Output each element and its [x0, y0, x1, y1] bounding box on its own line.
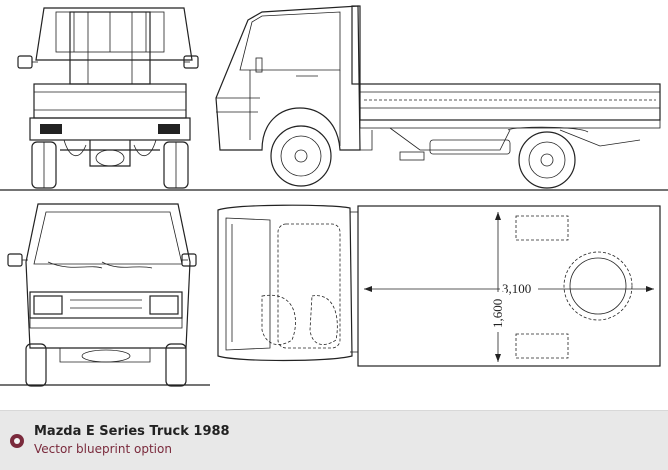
- rear-view: [17, 7, 199, 189]
- caption-subtitle[interactable]: Vector blueprint option: [34, 442, 172, 456]
- bullet-icon: [10, 434, 24, 448]
- caption-bar: Mazda E Series Truck 1988 Vector bluepri…: [0, 410, 668, 470]
- blueprint-drawing: 3,100 1,600: [0, 5, 668, 387]
- length-dimension: 3,100: [502, 281, 531, 296]
- front-view: [7, 203, 197, 387]
- width-dimension: 1,600: [490, 299, 505, 328]
- top-view: 3,100 1,600: [217, 204, 661, 367]
- side-view: [215, 5, 661, 189]
- caption-title: Mazda E Series Truck 1988: [34, 424, 230, 439]
